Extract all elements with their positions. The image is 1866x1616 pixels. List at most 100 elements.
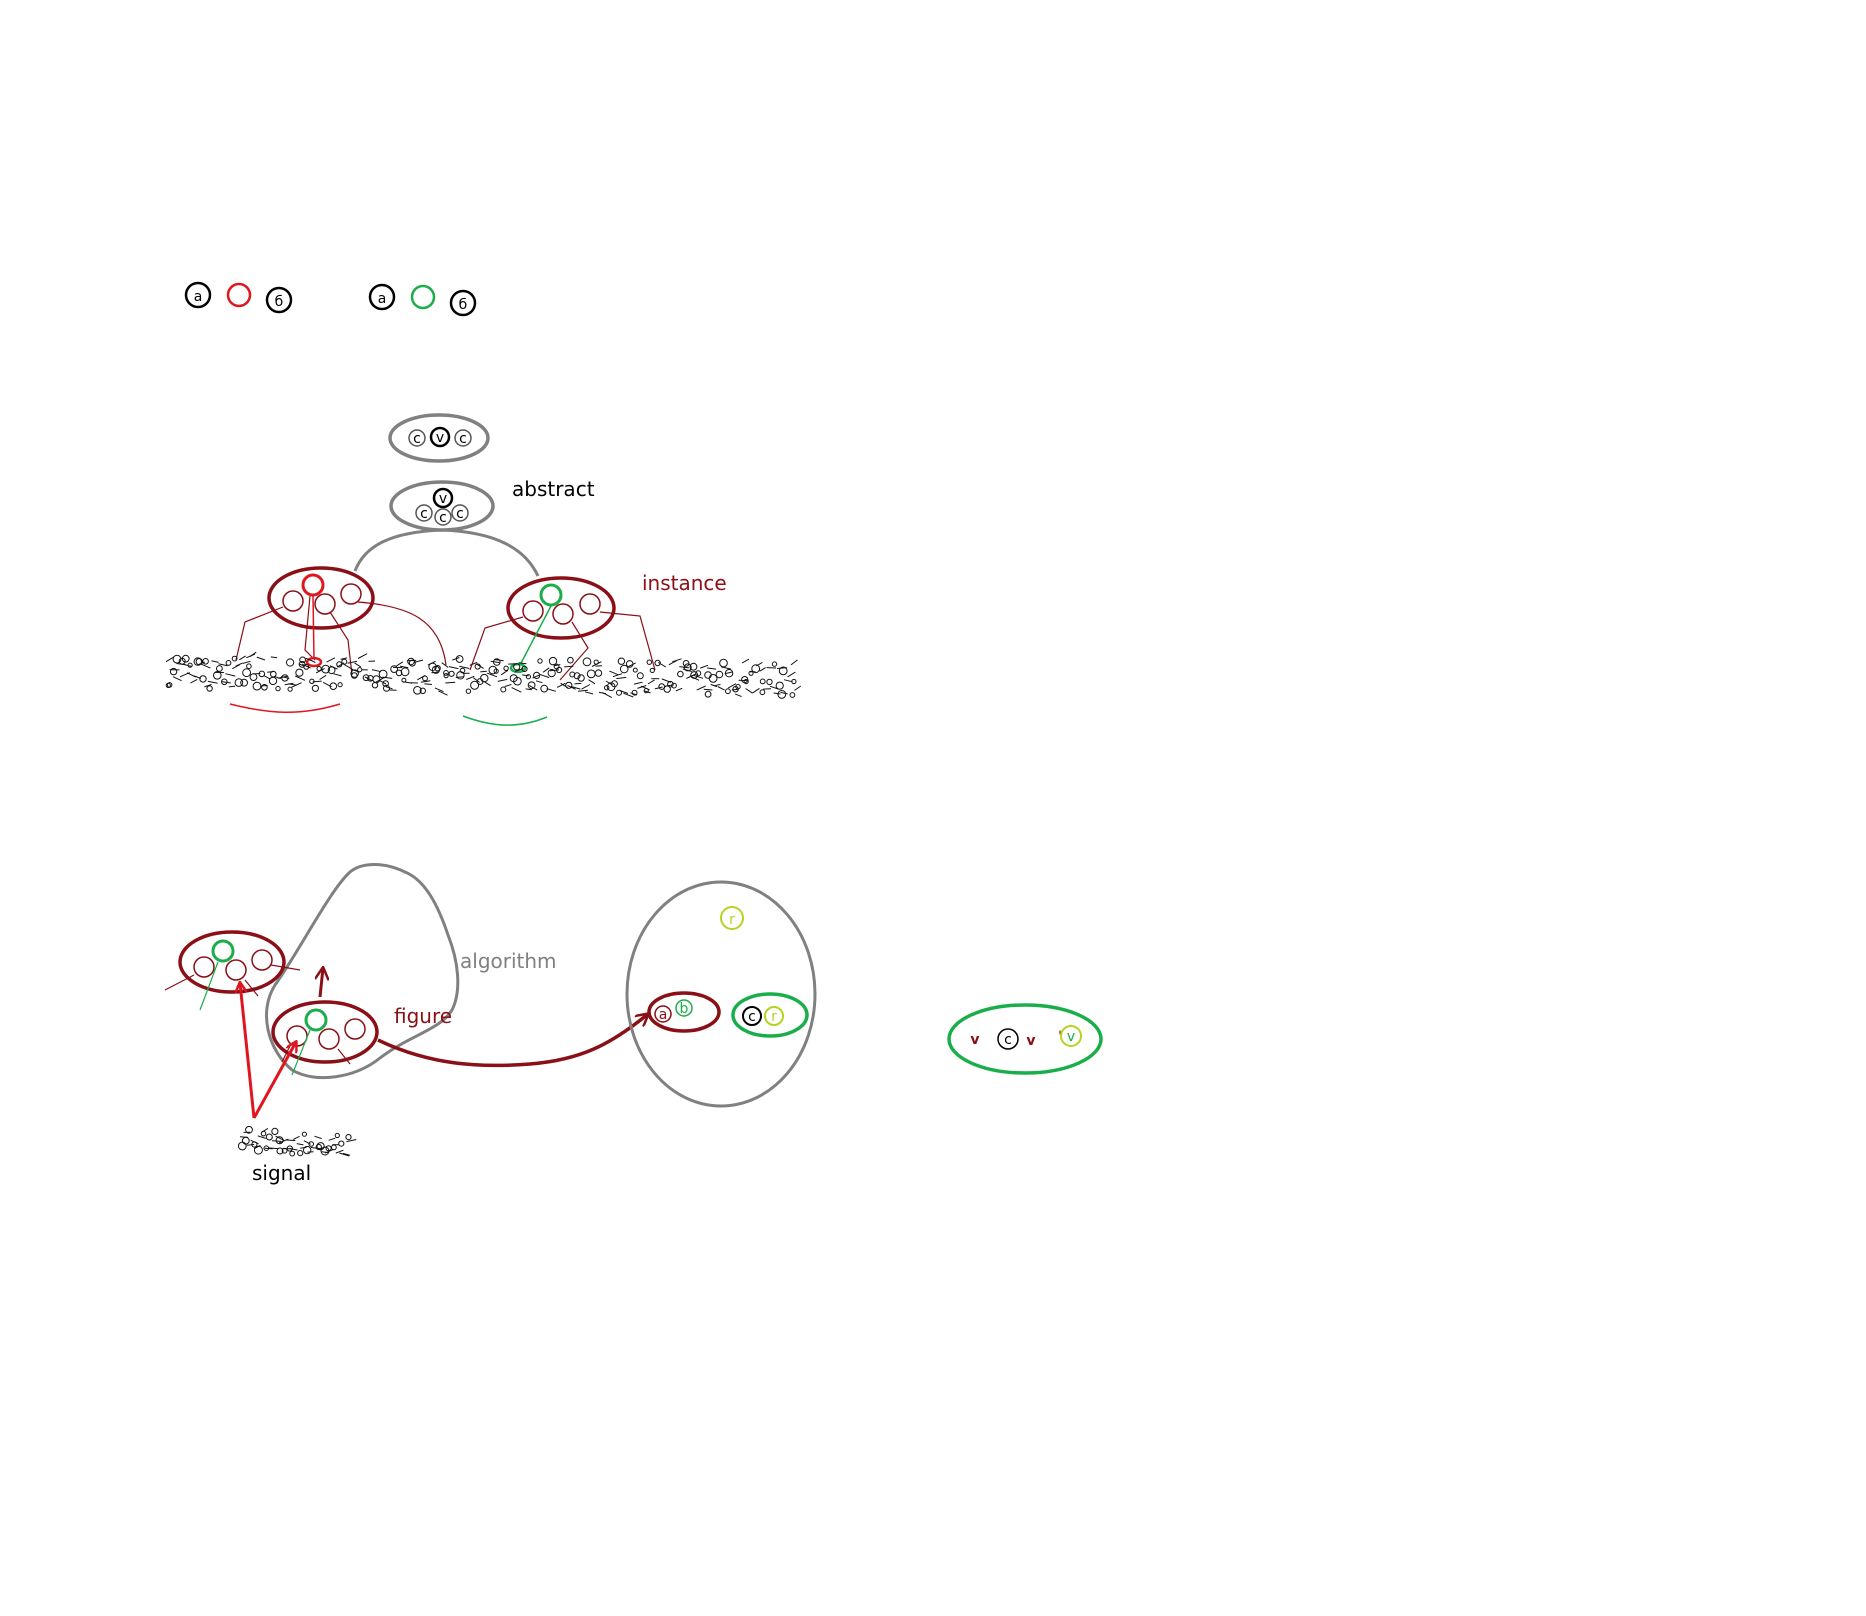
texture-stroke bbox=[490, 660, 500, 664]
node-c bbox=[408, 429, 426, 447]
node bbox=[318, 1028, 340, 1050]
node-c bbox=[415, 504, 433, 522]
node bbox=[251, 949, 273, 971]
texture-cell bbox=[172, 654, 182, 664]
texture-cell bbox=[206, 685, 213, 692]
legend-b-circle bbox=[265, 286, 293, 314]
texture-cell bbox=[407, 657, 415, 666]
texture-cell bbox=[372, 675, 381, 684]
texture-stroke bbox=[314, 1135, 322, 1140]
red-bracket bbox=[229, 703, 341, 713]
node bbox=[340, 583, 362, 605]
texture-stroke bbox=[707, 667, 717, 670]
node bbox=[282, 590, 304, 612]
texture-stroke bbox=[525, 688, 532, 691]
node-c-label: c bbox=[439, 510, 447, 526]
texture-cell bbox=[287, 686, 293, 692]
texture-cell bbox=[245, 1125, 253, 1134]
texture-stroke bbox=[535, 680, 543, 684]
texture-stroke bbox=[328, 1137, 336, 1141]
green-node bbox=[304, 1008, 328, 1032]
texture-stroke bbox=[759, 667, 766, 672]
texture-cell bbox=[533, 671, 541, 680]
texture-stroke bbox=[515, 668, 524, 672]
texture-stroke bbox=[396, 661, 404, 667]
texture-cell bbox=[443, 670, 449, 676]
texture-stroke bbox=[292, 1135, 300, 1140]
texture-stroke bbox=[693, 674, 704, 679]
texture-cell bbox=[295, 668, 304, 677]
texture-stroke bbox=[350, 668, 360, 673]
texture-stroke bbox=[296, 1143, 304, 1146]
signal-arrow-outer bbox=[240, 983, 256, 1119]
texture-stroke bbox=[612, 673, 623, 678]
texture-stroke bbox=[300, 1146, 307, 1149]
texture-stroke bbox=[308, 659, 316, 663]
node-c-label: c bbox=[748, 1009, 756, 1025]
texture-stroke bbox=[417, 674, 426, 681]
texture-stroke bbox=[553, 664, 561, 667]
texture-stroke bbox=[584, 691, 594, 695]
texture-stroke bbox=[375, 677, 385, 683]
texture-stroke bbox=[183, 663, 192, 667]
figure-outer-links bbox=[164, 961, 301, 1011]
texture-stroke bbox=[605, 680, 613, 686]
node-c-label: c bbox=[459, 431, 467, 447]
texture-stroke bbox=[511, 687, 522, 693]
texture-cell bbox=[789, 692, 796, 698]
texture-stroke bbox=[257, 1135, 266, 1139]
texture-cell bbox=[231, 655, 238, 662]
texture-stroke bbox=[289, 1148, 298, 1151]
texture-stroke bbox=[682, 668, 692, 672]
texture-cell bbox=[586, 669, 596, 679]
texture-stroke bbox=[734, 693, 742, 698]
texture-cell bbox=[759, 689, 766, 696]
texture-stroke bbox=[286, 1139, 296, 1141]
instance-right-links bbox=[469, 611, 656, 681]
texture-cell bbox=[537, 658, 543, 664]
texture-cell bbox=[604, 685, 610, 691]
texture-cell bbox=[448, 670, 455, 677]
node bbox=[579, 593, 601, 615]
texture-stroke bbox=[647, 679, 655, 685]
node bbox=[522, 600, 544, 622]
texture-stroke bbox=[466, 675, 475, 680]
texture-stroke bbox=[588, 679, 596, 685]
texture-stroke bbox=[277, 675, 288, 679]
texture-stroke bbox=[326, 657, 336, 663]
texture-cell bbox=[382, 680, 389, 687]
green-node bbox=[211, 939, 235, 963]
texture-stroke bbox=[455, 676, 464, 678]
texture-cell bbox=[719, 658, 728, 668]
texture-cell bbox=[265, 1133, 273, 1141]
texture-cell bbox=[241, 1136, 250, 1145]
texture-cell bbox=[395, 669, 403, 677]
node-b bbox=[675, 999, 693, 1017]
texture-cell bbox=[311, 684, 319, 692]
texture-cell bbox=[465, 688, 472, 694]
legend-a-label: a bbox=[378, 291, 387, 307]
texture-cell bbox=[766, 678, 773, 686]
seq-v-circle bbox=[1060, 1025, 1082, 1047]
seq-c: c bbox=[1004, 1032, 1012, 1048]
texture-stroke bbox=[315, 667, 325, 674]
red-activated-cell bbox=[305, 656, 323, 668]
texture-stroke bbox=[271, 1140, 282, 1142]
texture-stroke bbox=[564, 665, 574, 668]
group-ellipse: r a b c r bbox=[625, 880, 817, 1108]
texture-cell bbox=[253, 1145, 263, 1155]
texture-stroke bbox=[303, 1140, 311, 1145]
texture-cell bbox=[303, 1145, 312, 1155]
instance-left-links bbox=[235, 595, 447, 676]
texture-stroke bbox=[281, 676, 290, 679]
red-node bbox=[301, 573, 325, 597]
texture-cell bbox=[577, 674, 585, 682]
texture-stroke bbox=[211, 660, 219, 663]
texture-stroke bbox=[487, 672, 498, 678]
texture-cell bbox=[242, 668, 252, 678]
node-b-label: b bbox=[680, 1001, 689, 1017]
legend-b-circle bbox=[449, 289, 477, 317]
texture-stroke bbox=[459, 665, 470, 669]
node-r-label: r bbox=[771, 1009, 777, 1025]
figure-to-group-arrow bbox=[377, 1014, 648, 1068]
